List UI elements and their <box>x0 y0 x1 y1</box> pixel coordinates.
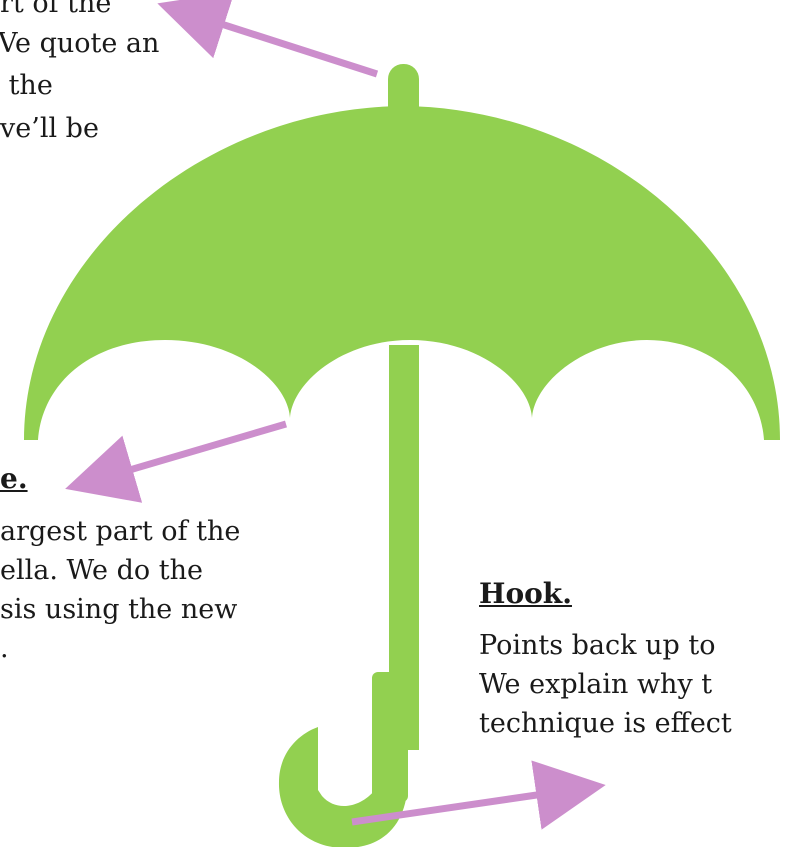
hook-line-3: technique is effect <box>479 708 732 739</box>
hook-line-1: Points back up to <box>479 630 716 661</box>
canopy-heading: e. <box>0 462 28 495</box>
hook-heading: Hook. <box>479 577 572 610</box>
arrow-to-canopy <box>65 420 287 503</box>
canopy-line-1: argest part of the <box>0 516 241 547</box>
umbrella-handle-collar <box>372 672 408 802</box>
tip-line-3: the <box>0 70 53 101</box>
hook-line-2: We explain why t <box>479 669 713 700</box>
tip-line-2: Ve quote an <box>0 28 160 59</box>
arrow-to-tip <box>157 0 379 78</box>
canopy-line-4: . <box>0 633 9 664</box>
tip-line-4: ve’ll be <box>0 113 99 144</box>
umbrella-canopy <box>24 106 780 440</box>
canopy-line-3: sis using the new <box>0 594 238 625</box>
tip-line-1: rt of the <box>0 0 112 19</box>
canopy-line-2: ella. We do the <box>0 555 203 586</box>
arrow-to-hook <box>351 760 606 830</box>
umbrella-tip <box>388 64 419 124</box>
